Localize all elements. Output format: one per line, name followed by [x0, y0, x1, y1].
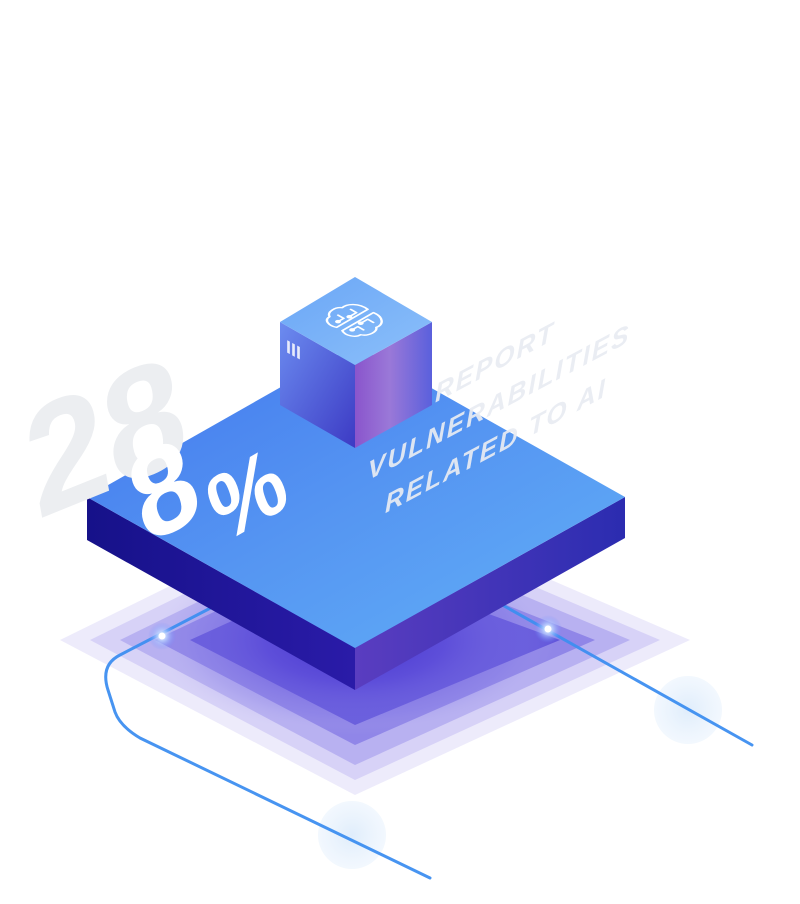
platform-left-side: [87, 497, 355, 690]
accent-lines: [104, 596, 754, 880]
cube-face-mark: III: [286, 337, 301, 365]
glow-dots: [148, 615, 562, 650]
cube-right-face: [355, 322, 432, 448]
pale-circle-bottom: [318, 801, 386, 869]
platform: [87, 345, 625, 690]
cube-top-face: [280, 277, 432, 365]
cube: III: [280, 277, 432, 448]
circuit-brain-icon: [325, 303, 383, 337]
platform-right-side: [355, 497, 625, 690]
platform-top: [87, 345, 625, 648]
cube-left-face: [280, 322, 355, 448]
